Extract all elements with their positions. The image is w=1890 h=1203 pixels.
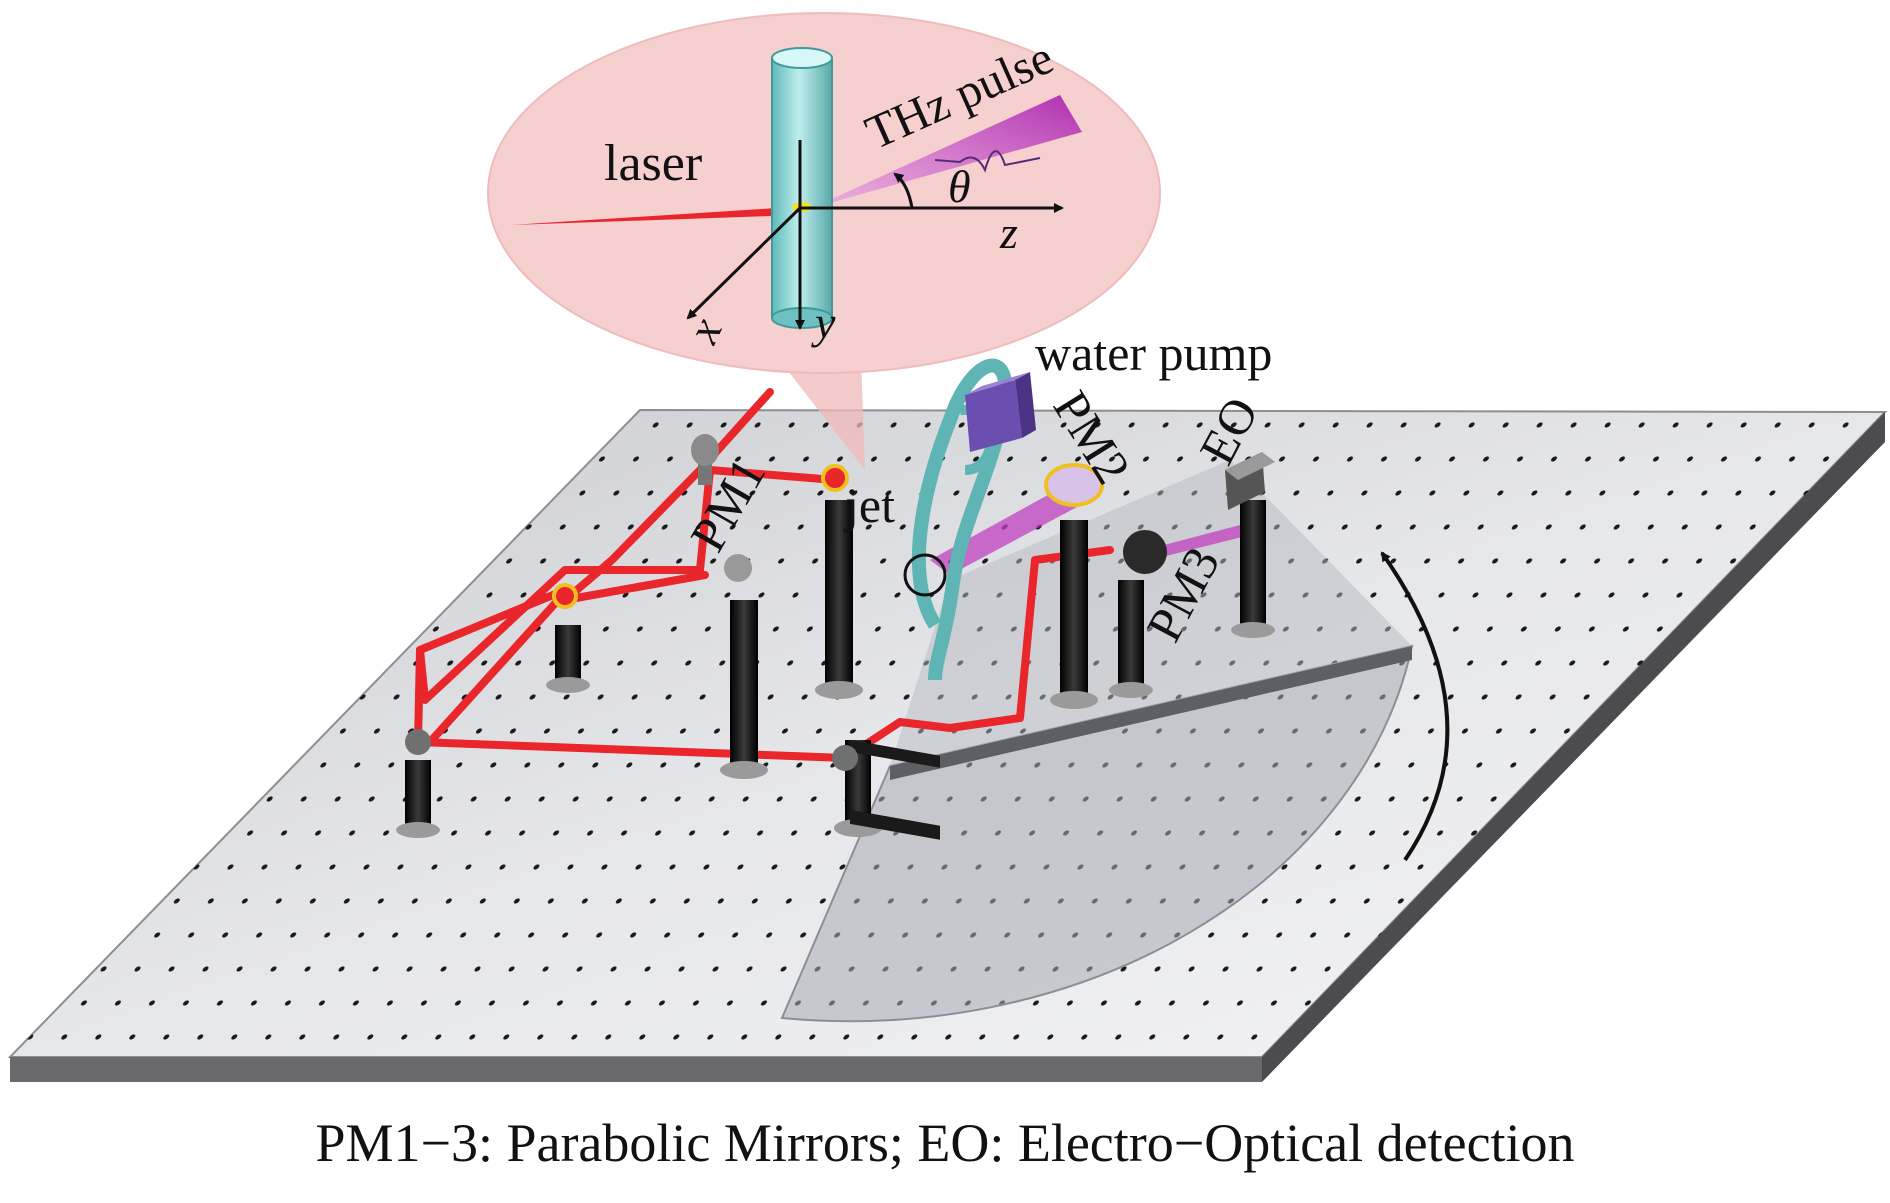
theta-arc <box>893 172 914 209</box>
jet-marker <box>903 553 947 597</box>
mirrors <box>405 452 1275 771</box>
thz-pulse-cone <box>812 95 1082 208</box>
figure-caption: PM1−3: Parabolic Mirrors; EO: Electro−Op… <box>315 1113 1575 1173</box>
pm3-mirror <box>1123 530 1167 574</box>
inset-bubble <box>487 12 1161 374</box>
label-water-pump: water pump <box>1035 325 1272 381</box>
label-y: y <box>811 297 836 348</box>
water-jet-cylinder <box>771 57 833 319</box>
label-jet: jet <box>843 477 895 533</box>
thz-beam-table <box>930 480 1090 575</box>
rotation-arrow <box>1380 551 1450 862</box>
optical-mounts <box>396 434 1275 840</box>
x-axis <box>686 206 802 320</box>
water-pump <box>911 358 1036 681</box>
laser-beam-inset <box>511 206 812 225</box>
label-z: z <box>999 207 1018 258</box>
pm2-mirror <box>1044 463 1104 507</box>
label-laser: laser <box>604 135 702 192</box>
label-theta: θ <box>948 161 971 212</box>
